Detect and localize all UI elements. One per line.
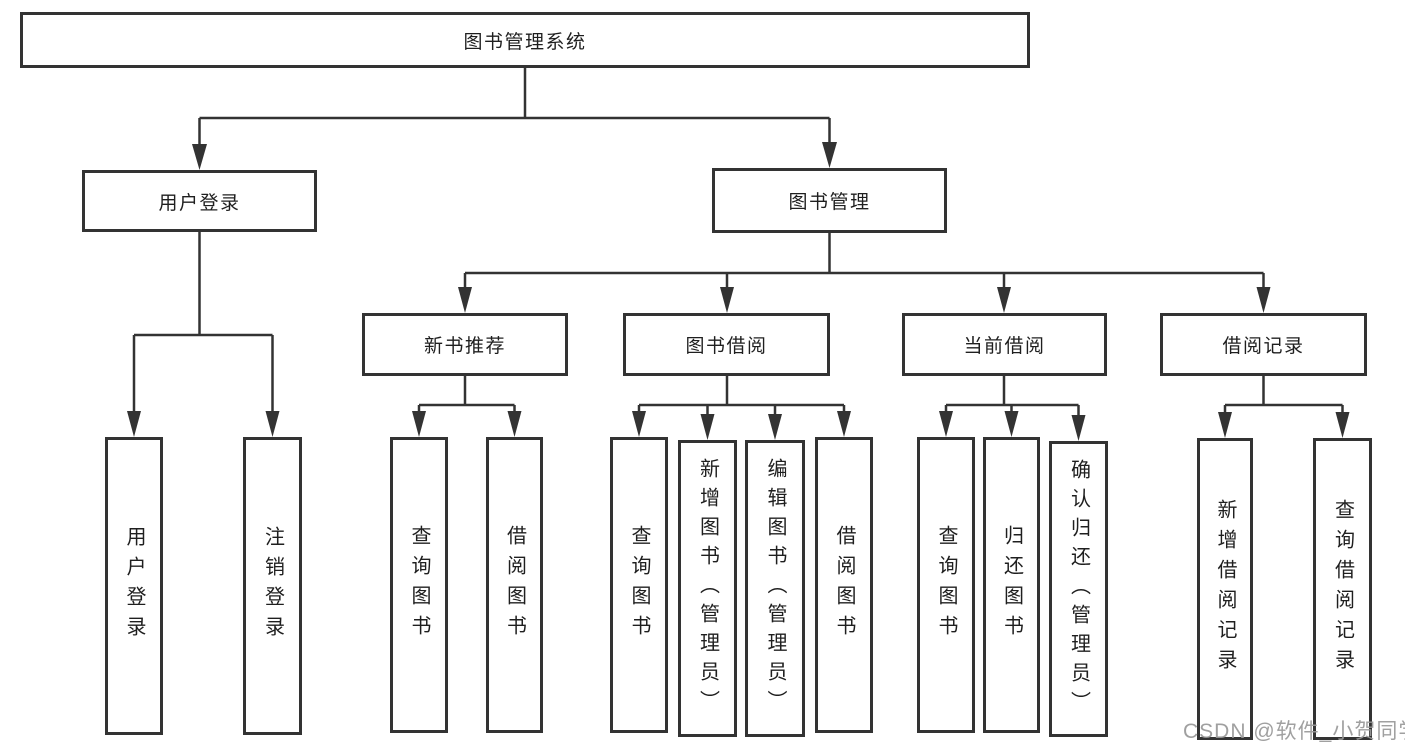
node-logout-label: 注销登录 (261, 526, 284, 646)
node-add-borrow-record-label: 新增借阅记录 (1214, 499, 1236, 679)
node-borrow-records: 借阅记录 (1160, 313, 1367, 376)
node-add-borrow-record: 新增借阅记录 (1197, 438, 1253, 740)
node-query-books-2-label: 查询图书 (628, 525, 650, 645)
node-query-books-3: 查询图书 (917, 437, 975, 733)
csdn-watermark: CSDN @软件_小贺同学 (1183, 720, 1405, 743)
node-user-login-branch-label: 用户登录 (158, 192, 241, 214)
node-edit-books-admin: 编辑图书（管理员） (745, 440, 805, 737)
arrowhead-icons (127, 142, 1350, 441)
node-user-login-branch: 用户登录 (82, 170, 317, 232)
node-borrow-records-label: 借阅记录 (1222, 336, 1305, 357)
node-borrow-books-1: 借阅图书 (486, 437, 543, 733)
node-edit-books-admin-label: 编辑图书（管理员） (764, 458, 786, 719)
node-user-login-leaf-label: 用户登录 (123, 526, 145, 646)
node-library-management-system: 图书管理系统 (20, 12, 1030, 68)
node-confirm-return-admin-label: 确认归还（管理员） (1067, 458, 1090, 720)
node-logout: 注销登录 (243, 437, 302, 735)
node-confirm-return-admin: 确认归还（管理员） (1049, 441, 1108, 737)
node-borrow-books-2: 借阅图书 (815, 437, 873, 733)
node-query-borrow-record-label: 查询借阅记录 (1331, 499, 1354, 679)
node-query-books-1-label: 查询图书 (408, 525, 430, 645)
node-query-books-3-label: 查询图书 (935, 525, 957, 645)
node-current-borrow-label: 当前借阅 (963, 336, 1046, 357)
node-new-book-recommend: 新书推荐 (362, 313, 568, 376)
node-return-books-label: 归还图书 (1000, 525, 1023, 645)
node-user-login-leaf: 用户登录 (105, 437, 163, 735)
node-add-books-admin: 新增图书（管理员） (678, 440, 737, 737)
node-current-borrow: 当前借阅 (902, 313, 1107, 376)
node-query-books-2: 查询图书 (610, 437, 668, 733)
node-borrow-books-2-label: 借阅图书 (833, 525, 855, 645)
node-library-management-system-label: 图书管理系统 (463, 31, 587, 53)
node-query-books-1: 查询图书 (390, 437, 448, 733)
node-book-management: 图书管理 (712, 168, 947, 233)
node-new-book-recommend-label: 新书推荐 (423, 336, 506, 357)
node-book-borrow-label: 图书借阅 (685, 336, 768, 357)
node-add-books-admin-label: 新增图书（管理员） (696, 458, 719, 719)
node-return-books: 归还图书 (983, 437, 1040, 733)
node-borrow-books-1-label: 借阅图书 (503, 525, 526, 645)
node-book-borrow: 图书借阅 (623, 313, 830, 376)
node-query-borrow-record: 查询借阅记录 (1313, 438, 1372, 740)
node-book-management-label: 图书管理 (788, 192, 871, 213)
